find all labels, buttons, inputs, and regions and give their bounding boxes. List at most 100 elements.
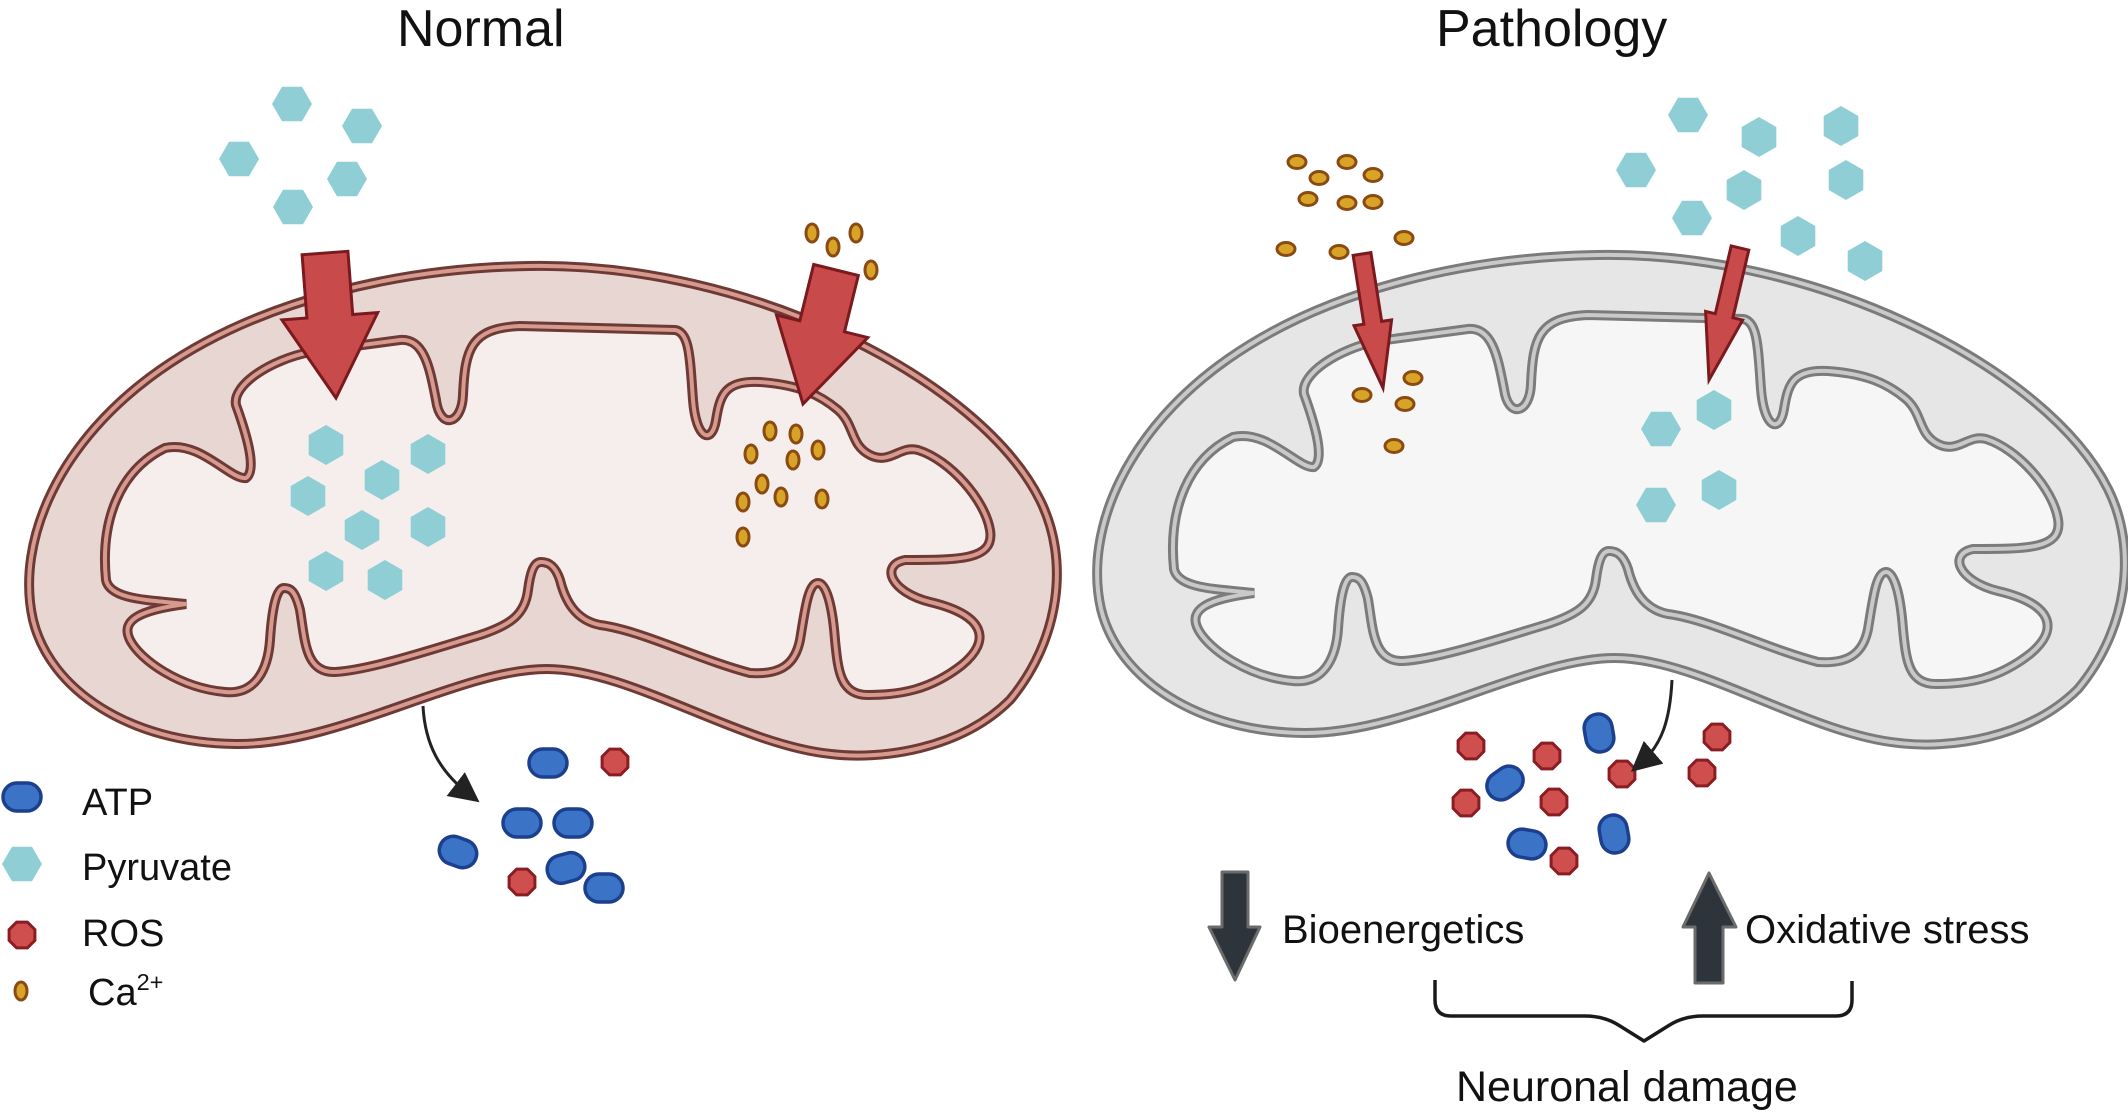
calcium-icon — [785, 449, 801, 471]
ros-icon — [1451, 788, 1481, 818]
atp-icon — [1597, 813, 1631, 855]
calcium-icon — [863, 259, 879, 281]
atp-pill-icon — [1, 781, 43, 813]
up-arrow-icon — [1681, 871, 1738, 985]
calcium-icon — [743, 443, 759, 465]
calcium-icon — [804, 222, 820, 244]
pyruvate-icon — [308, 425, 344, 465]
legend-label-atp: ATP — [82, 782, 154, 824]
calcium-icon — [1351, 387, 1373, 403]
calcium-icon — [762, 420, 778, 442]
calcium-symbol: Ca — [88, 972, 137, 1014]
calcium-charge: 2+ — [136, 969, 164, 996]
calcium-icon — [1362, 194, 1384, 210]
pathology-output-arrow — [1630, 679, 1674, 772]
pyruvate-icon — [219, 141, 259, 177]
ros-icon — [1549, 846, 1579, 876]
pyruvate-icon — [308, 551, 344, 591]
pyruvate-icon — [410, 507, 446, 547]
normal-output-arrow — [421, 705, 480, 803]
pyruvate-hexagon-icon — [2, 846, 42, 882]
normal-mitochondrion — [29, 266, 1057, 756]
down-arrow-icon — [1207, 870, 1262, 982]
calcium-icon — [1275, 241, 1297, 257]
calcium-oval-icon — [13, 980, 29, 1002]
pyruvate-icon — [272, 86, 312, 122]
neuronal-damage-label: Neuronal damage — [1456, 1063, 1798, 1111]
calcium-icon — [848, 222, 864, 244]
atp-icon — [501, 807, 543, 839]
legend-label-pyruvate: Pyruvate — [82, 847, 232, 889]
pathology-mitochondrion — [1097, 255, 2125, 745]
calcium-icon — [1308, 170, 1330, 186]
pyruvate-icon — [1741, 117, 1777, 157]
calcium-icon — [1393, 230, 1415, 246]
calcium-icon — [1362, 167, 1384, 183]
calcium-icon — [1328, 244, 1350, 260]
pyruvate-icon — [1668, 97, 1708, 133]
pyruvate-icon — [344, 510, 380, 550]
panel-title-normal: Normal — [397, 0, 565, 58]
calcium-icon — [814, 488, 830, 510]
pyruvate-icon — [1780, 216, 1816, 256]
pyruvate-icon — [1636, 487, 1676, 523]
atp-icon — [545, 850, 587, 886]
atp-icon — [552, 807, 594, 839]
pyruvate-icon — [1701, 470, 1737, 510]
ros-icon — [1702, 722, 1732, 752]
calcium-icon — [1402, 370, 1424, 386]
calcium-icon — [1394, 396, 1416, 412]
calcium-icon — [754, 473, 770, 495]
pyruvate-icon — [342, 108, 382, 144]
influx-arrows — [279, 244, 1751, 407]
pyruvate-influx-arrow — [1704, 244, 1751, 386]
atp-icon — [437, 834, 479, 870]
pyruvate-icon — [1616, 152, 1656, 188]
bioenergetics-label: Bioenergetics — [1282, 908, 1525, 952]
ros-icon — [1687, 758, 1717, 788]
calcium-icon — [810, 439, 826, 461]
calcium-icon — [825, 236, 841, 258]
ros-icon — [507, 867, 537, 897]
pyruvate-icon — [290, 476, 326, 516]
oxidative-stress-label: Oxidative stress — [1745, 908, 2030, 952]
calcium-icon — [735, 491, 751, 513]
calcium-icon — [1383, 438, 1405, 454]
atp-icon — [1506, 827, 1548, 861]
pyruvate-icon — [1847, 241, 1883, 281]
calcium-icon — [735, 526, 751, 548]
pyruvate-icon — [410, 434, 446, 474]
molecule-particles — [219, 86, 1883, 904]
atp-icon — [527, 747, 569, 779]
pyruvate-icon — [364, 460, 400, 500]
ros-icon — [600, 747, 630, 777]
pyruvate-icon — [1726, 170, 1762, 210]
ros-octagon-icon — [7, 920, 37, 950]
pyruvate-icon — [273, 189, 313, 225]
pyruvate-icon — [327, 161, 367, 197]
calcium-influx-arrow — [774, 262, 871, 407]
panel-title-pathology: Pathology — [1436, 0, 1668, 58]
calcium-icon — [788, 423, 804, 445]
calcium-icon — [773, 486, 789, 508]
calcium-influx-arrow — [1351, 250, 1394, 394]
atp-icon — [583, 872, 625, 904]
ros-icon — [1539, 787, 1569, 817]
brace-icon — [1433, 980, 1854, 1043]
legend — [1, 781, 43, 1002]
calcium-icon — [1336, 195, 1358, 211]
legend-label-calcium: Ca2+ — [88, 971, 163, 1014]
calcium-icon — [1336, 154, 1358, 170]
ros-icon — [1607, 759, 1637, 789]
pyruvate-icon — [1823, 106, 1859, 146]
pyruvate-icon — [367, 560, 403, 600]
atp-icon — [1582, 712, 1616, 754]
pyruvate-influx-arrow — [279, 249, 381, 401]
pyruvate-icon — [1828, 160, 1864, 200]
pyruvate-icon — [1641, 411, 1681, 447]
pyruvate-icon — [1696, 390, 1732, 430]
ros-icon — [1532, 741, 1562, 771]
pyruvate-icon — [1672, 200, 1712, 236]
calcium-icon — [1297, 191, 1319, 207]
